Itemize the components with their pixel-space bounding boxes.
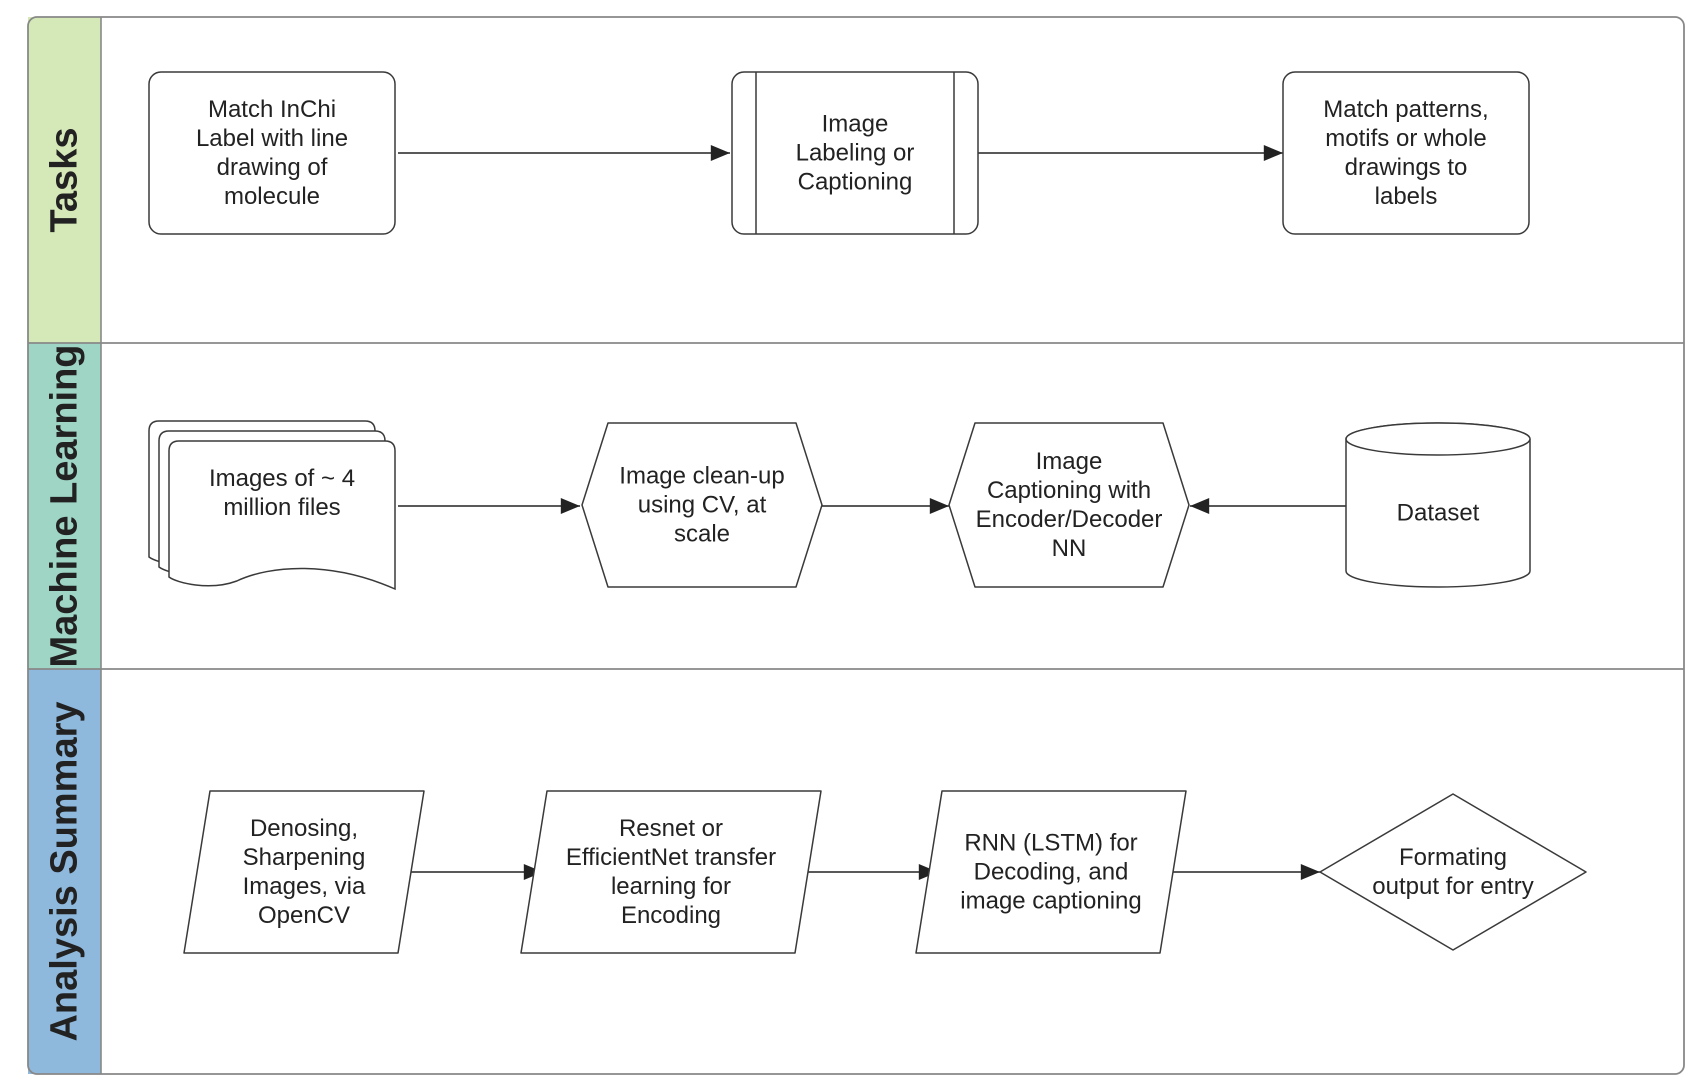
node-shape <box>520 790 822 954</box>
node-label-line: motifs or whole <box>1325 125 1486 152</box>
node-label-line: molecule <box>224 183 320 210</box>
node-shape <box>948 422 1190 588</box>
node-label-line: drawing of <box>217 154 328 181</box>
lane-tasks: Tasks <box>28 17 102 343</box>
node-label-line: drawings to <box>1345 154 1468 181</box>
node-label-line: learning for <box>611 873 731 900</box>
node-label-line: Match InChi <box>208 96 336 123</box>
node-label-line: Decoding, and <box>974 859 1129 886</box>
node-label-line: Sharpening <box>243 844 366 871</box>
node-label-line: Image <box>822 111 889 138</box>
edges-layer <box>398 145 1346 880</box>
node-label-line: labels <box>1375 183 1438 210</box>
node-label-line: Images of ~ 4 <box>209 465 355 492</box>
node-label-line: Match patterns, <box>1323 96 1488 123</box>
node-label-line: Formating <box>1399 844 1507 871</box>
node-shape <box>1282 71 1530 235</box>
lane-title-tasks: Tasks <box>44 128 86 233</box>
node-label-line: Image clean-up <box>619 463 784 490</box>
node-label-line: Denosing, <box>250 815 358 842</box>
node-label-line: Resnet or <box>619 815 723 842</box>
node-label-line: Captioning <box>798 169 913 196</box>
node-label-line: Captioning with <box>987 477 1151 504</box>
node-label-line: Image <box>1036 448 1103 475</box>
node-shape <box>148 71 396 235</box>
lane-ml: Machine Learning <box>28 342 1684 669</box>
node-shape <box>915 790 1187 954</box>
node-shape <box>1319 793 1587 951</box>
node-dataset: Dataset <box>1345 422 1531 588</box>
diagram-frame <box>27 16 1685 1075</box>
node-label-line: Encoder/Decoder <box>976 506 1163 533</box>
cylinder-top <box>1345 422 1531 456</box>
node-label-line: scale <box>674 521 730 548</box>
node-label-line: output for entry <box>1372 873 1533 900</box>
node-label-line: image captioning <box>960 888 1141 915</box>
node-label-line: Images, via <box>243 873 366 900</box>
node-label-line: million files <box>223 494 340 521</box>
node-label-line: OpenCV <box>258 902 350 929</box>
node-label-line: Encoding <box>621 902 721 929</box>
node-shape <box>731 71 979 235</box>
node-label-line: EfficientNet transfer <box>566 844 776 871</box>
lane-title-ml: Machine Learning <box>44 344 86 667</box>
node-label-line: using CV, at <box>638 492 767 519</box>
node-label-line: Label with line <box>196 125 348 152</box>
node-label-line: NN <box>1052 535 1087 562</box>
node-shape <box>183 790 425 954</box>
node-label-line: Dataset <box>1397 500 1480 527</box>
node-label-line: RNN (LSTM) for <box>964 830 1137 857</box>
lane-header-analysis <box>28 669 101 1074</box>
node-shape <box>168 440 396 591</box>
lane-header-ml <box>28 343 101 669</box>
lane-title-analysis: Analysis Summary <box>44 701 86 1041</box>
node-shape <box>581 422 823 588</box>
node-label-line: Labeling or <box>796 140 915 167</box>
lane-header-tasks <box>28 17 101 343</box>
lane-analysis: Analysis Summary <box>28 668 1684 1074</box>
